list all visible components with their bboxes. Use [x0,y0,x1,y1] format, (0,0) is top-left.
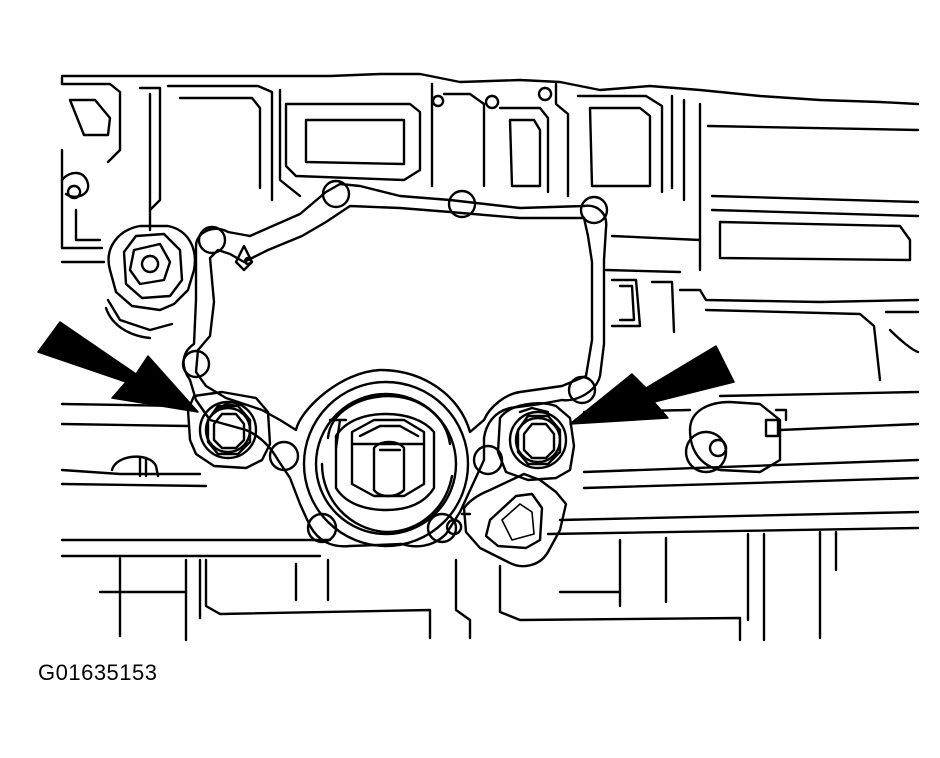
right-mounting-bolt [508,406,568,470]
right-arrow [569,345,735,425]
upper-left-plug [104,224,197,340]
engine-block [60,72,920,642]
center-shaft-nut [302,380,470,548]
figure-id-code: G01635153 [38,660,158,685]
left-arrow [37,321,199,413]
left-mounting-bolt [198,400,258,460]
cover-plate [181,179,609,568]
